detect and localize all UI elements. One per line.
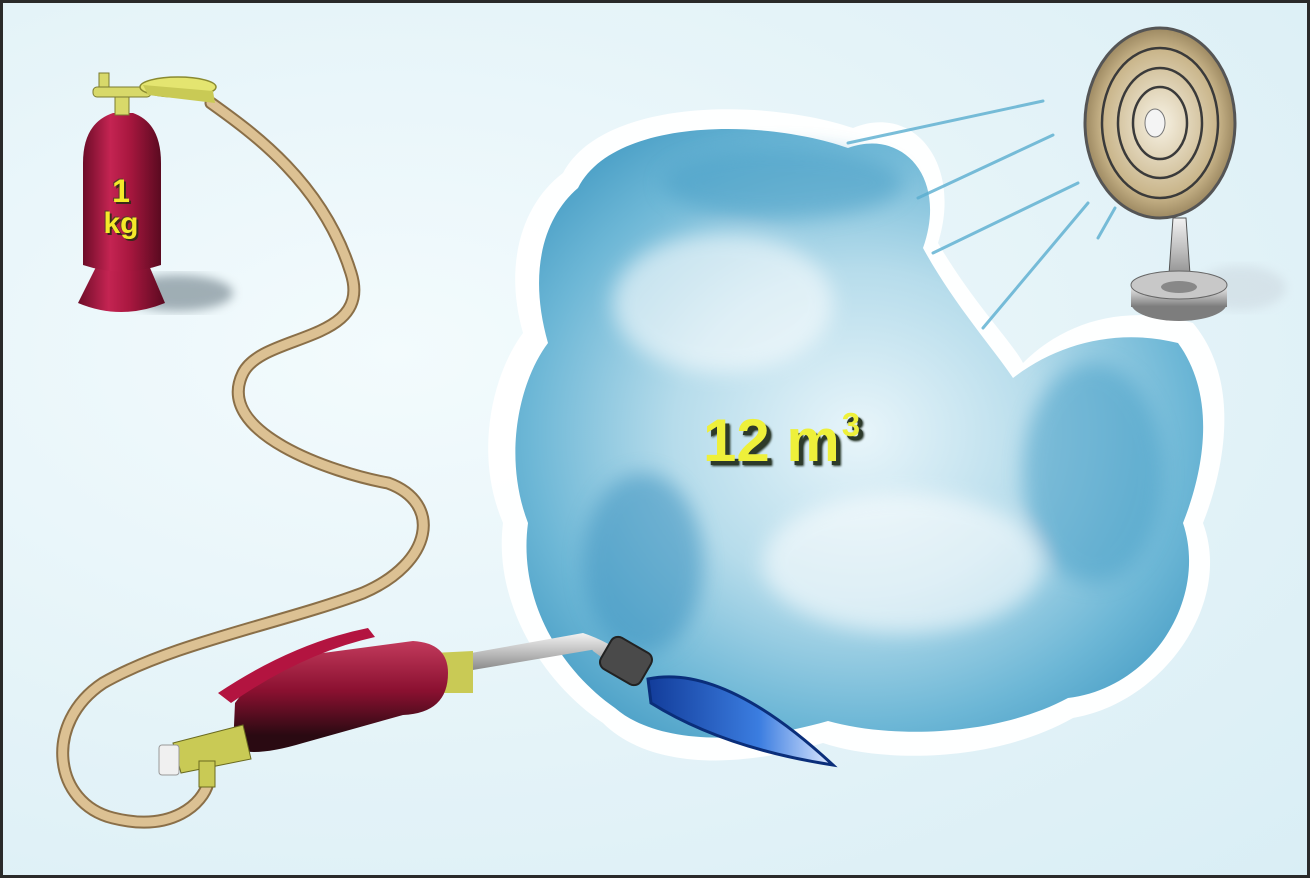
cloud-volume-label: 12 m3 <box>703 411 860 471</box>
cloud-volume-value: 12 m <box>703 407 840 474</box>
cylinder-mass-value: 1 <box>85 175 157 207</box>
fan-icon <box>1085 28 1286 321</box>
cloud-volume-exponent: 3 <box>842 406 860 443</box>
scene-illustration <box>3 3 1307 875</box>
cylinder-mass-unit: kg <box>85 209 157 239</box>
cylinder-mass-label: 1 kg <box>85 175 157 239</box>
